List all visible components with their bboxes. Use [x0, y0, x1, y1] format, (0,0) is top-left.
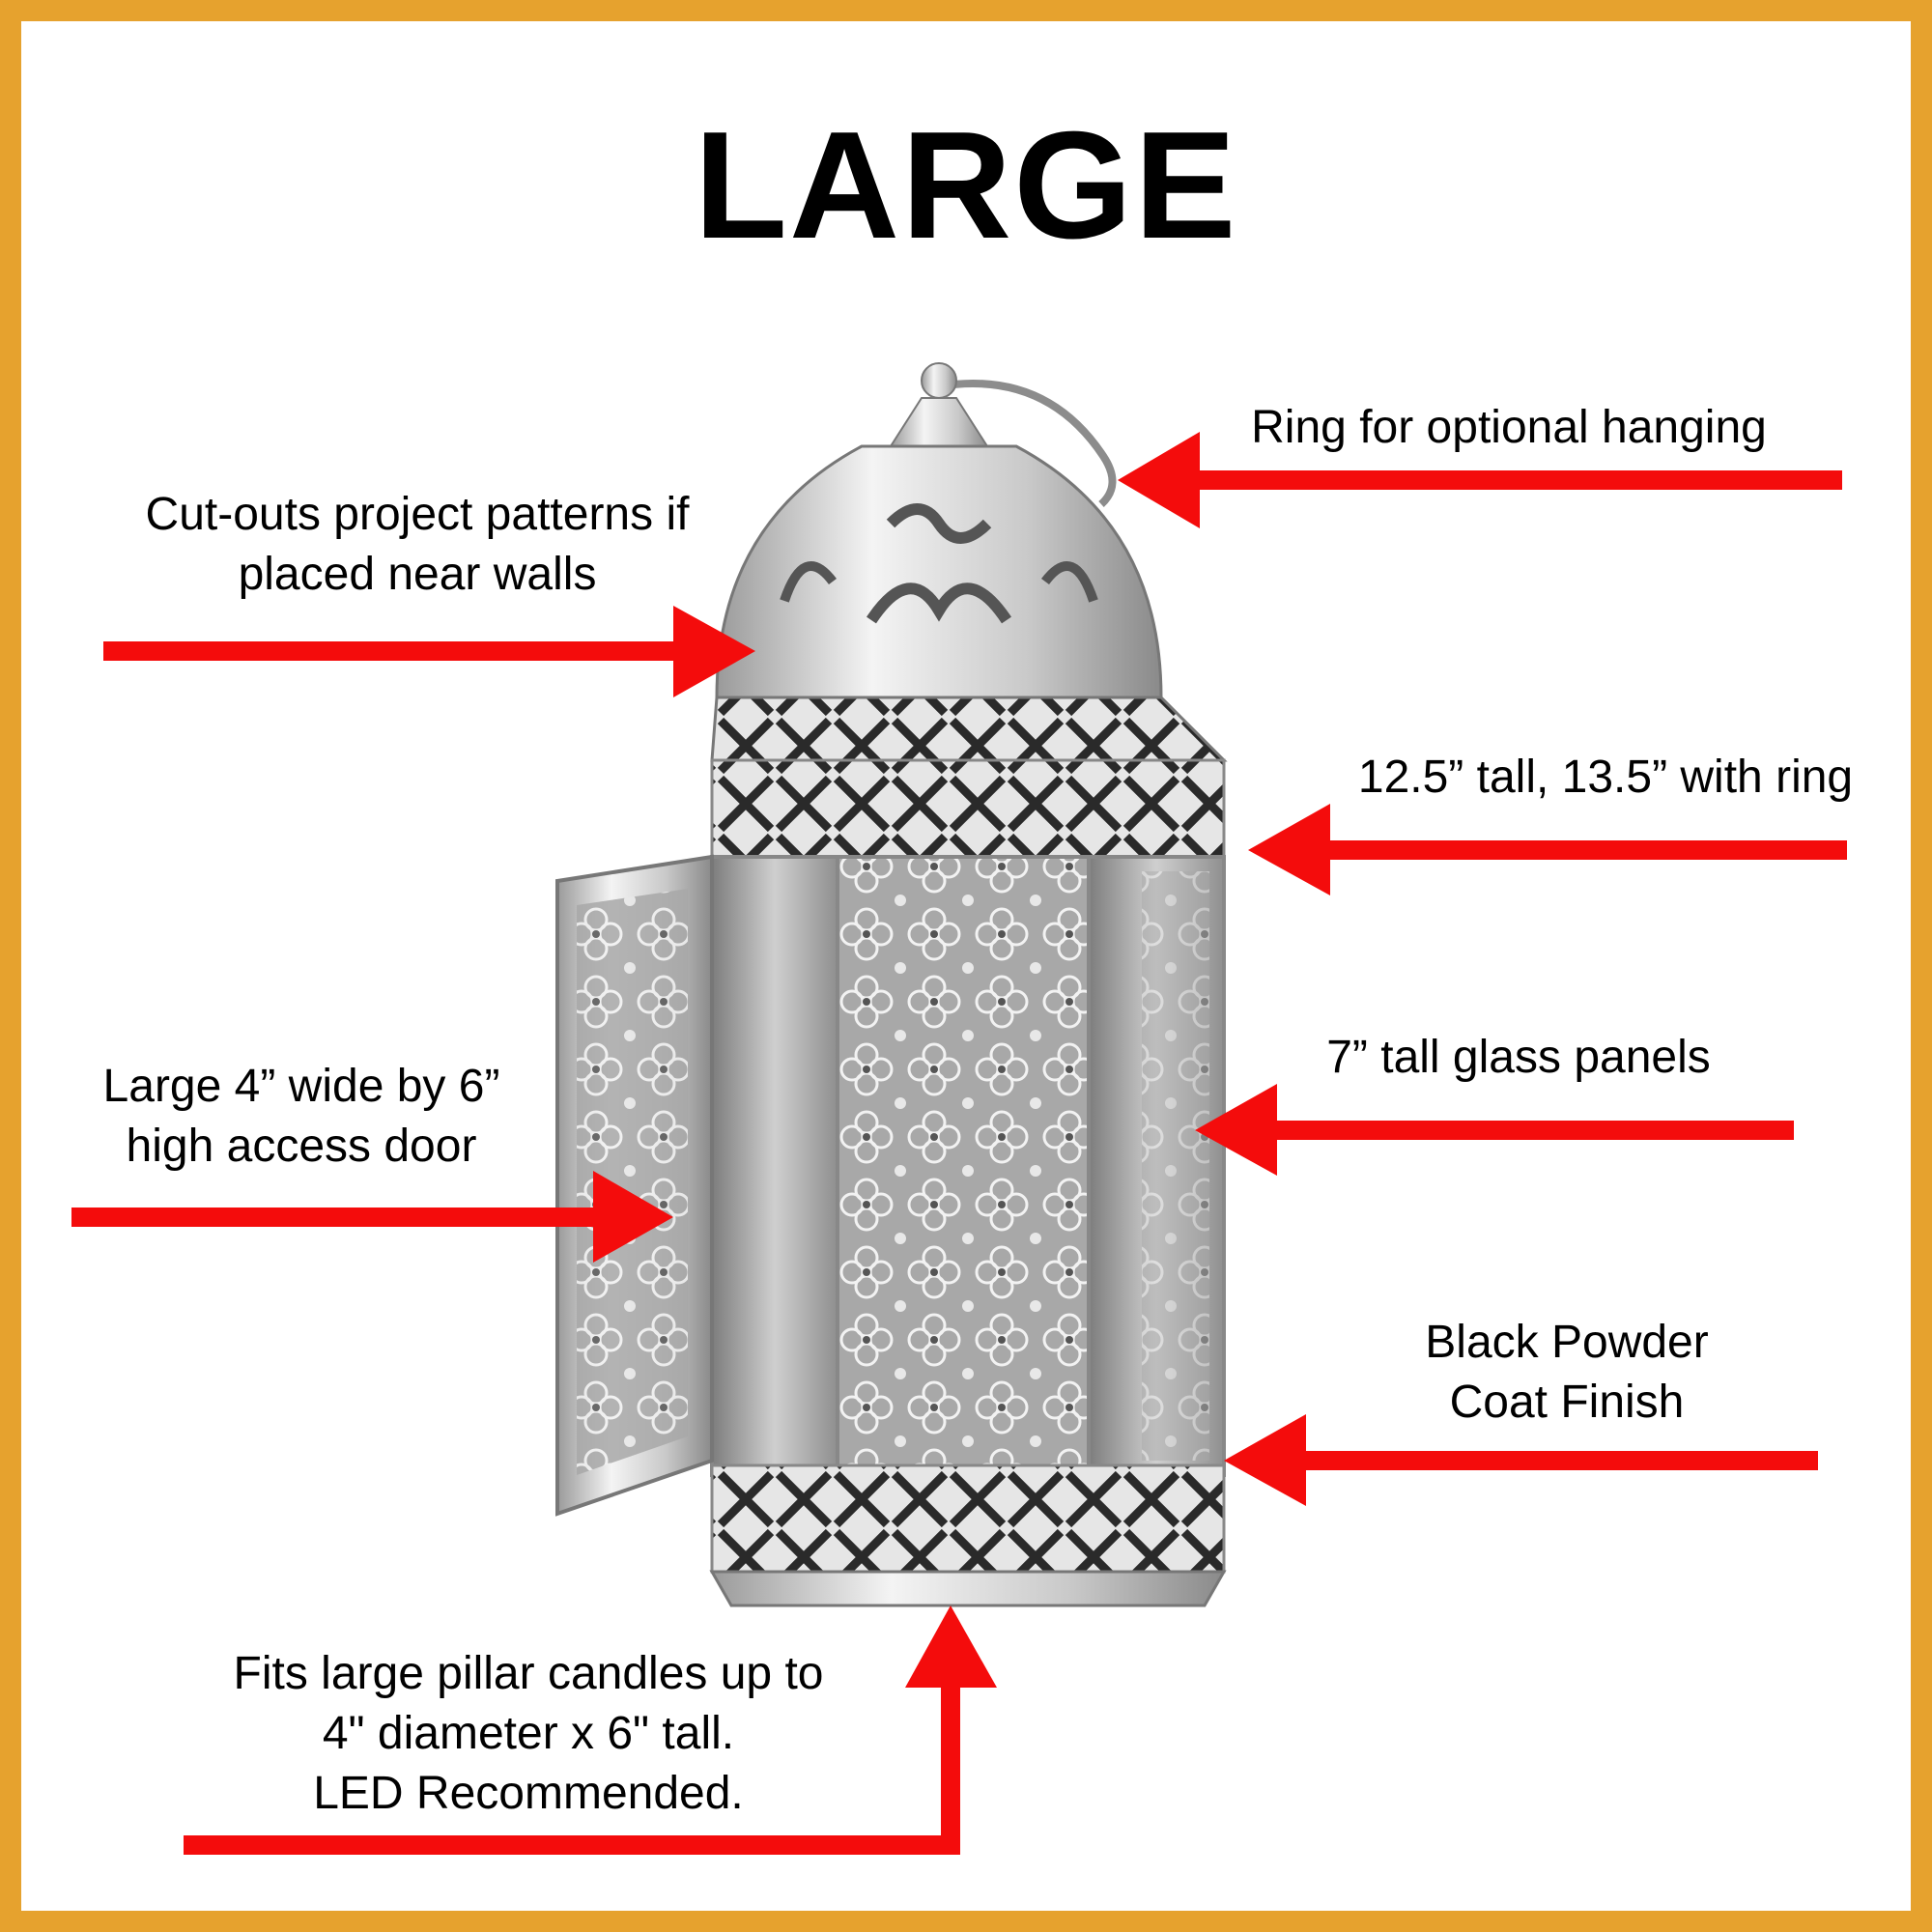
hanging-ring [938, 380, 1117, 507]
lantern-door [555, 854, 714, 1517]
callout-ring: Ring for optional hanging [1251, 402, 1767, 453]
arrow-panels [1195, 1084, 1794, 1176]
arrow-cutouts [103, 606, 755, 697]
callout-door: Large 4” wide by 6” high access door [102, 1061, 500, 1172]
arrow-finish [1224, 1414, 1818, 1506]
lantern-dome [715, 444, 1163, 699]
callout-panels: 7” tall glass panels [1326, 1032, 1711, 1083]
arrow-ring [1118, 432, 1842, 528]
callout-height: 12.5” tall, 13.5” with ring [1357, 752, 1854, 803]
callout-candles: Fits large pillar candles up to 4" diame… [233, 1648, 824, 1819]
page-title: LARGE [694, 100, 1238, 270]
arrow-door [71, 1171, 673, 1263]
arrow-candles [184, 1605, 997, 1855]
lantern-image [555, 362, 1228, 1607]
lantern-finial [889, 362, 989, 447]
callout-arrows [71, 432, 1847, 1855]
lantern-body [709, 758, 1227, 1607]
callout-cutouts: Cut-outs project patterns if placed near… [145, 489, 690, 600]
callout-finish: Black Powder Coat Finish [1425, 1317, 1709, 1428]
arrow-height [1248, 804, 1847, 895]
